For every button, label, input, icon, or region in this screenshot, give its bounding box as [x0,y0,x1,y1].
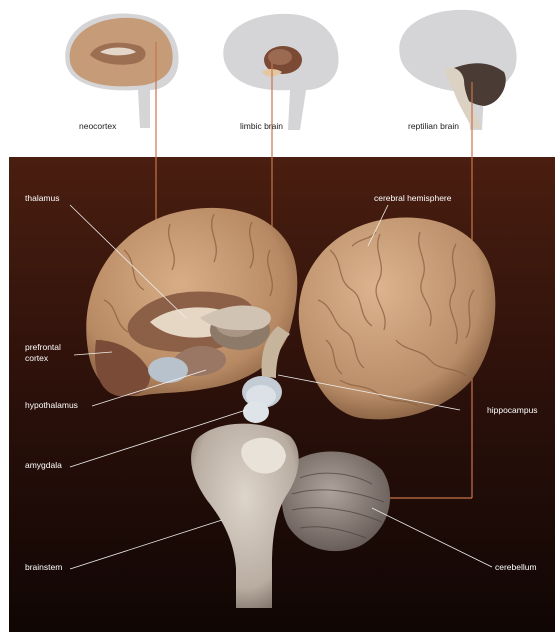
label-prefrontal-cortex-line2: cortex [25,353,61,364]
label-limbic-brain: limbic brain [240,121,283,131]
left-bulb [148,357,188,383]
label-cerebral-hemisphere: cerebral hemisphere [374,193,451,204]
label-neocortex: neocortex [79,121,116,131]
limbic-brain-thumbnail [223,14,338,130]
label-prefrontal-cortex: prefrontal cortex [25,342,61,364]
label-brainstem: brainstem [25,562,62,573]
reptilian-brain-thumbnail [399,10,516,130]
label-amygdala: amygdala [25,460,62,471]
amygdala-shape [243,401,269,423]
label-hippocampus: hippocampus [487,405,538,416]
label-cerebellum: cerebellum [495,562,537,573]
label-thalamus: thalamus [25,193,60,204]
dark-panel [9,157,555,632]
label-hypothalamus: hypothalamus [25,400,78,411]
label-prefrontal-cortex-line1: prefrontal [25,342,61,353]
neocortex-thumbnail [65,14,178,128]
label-reptilian-brain: reptilian brain [408,121,459,131]
